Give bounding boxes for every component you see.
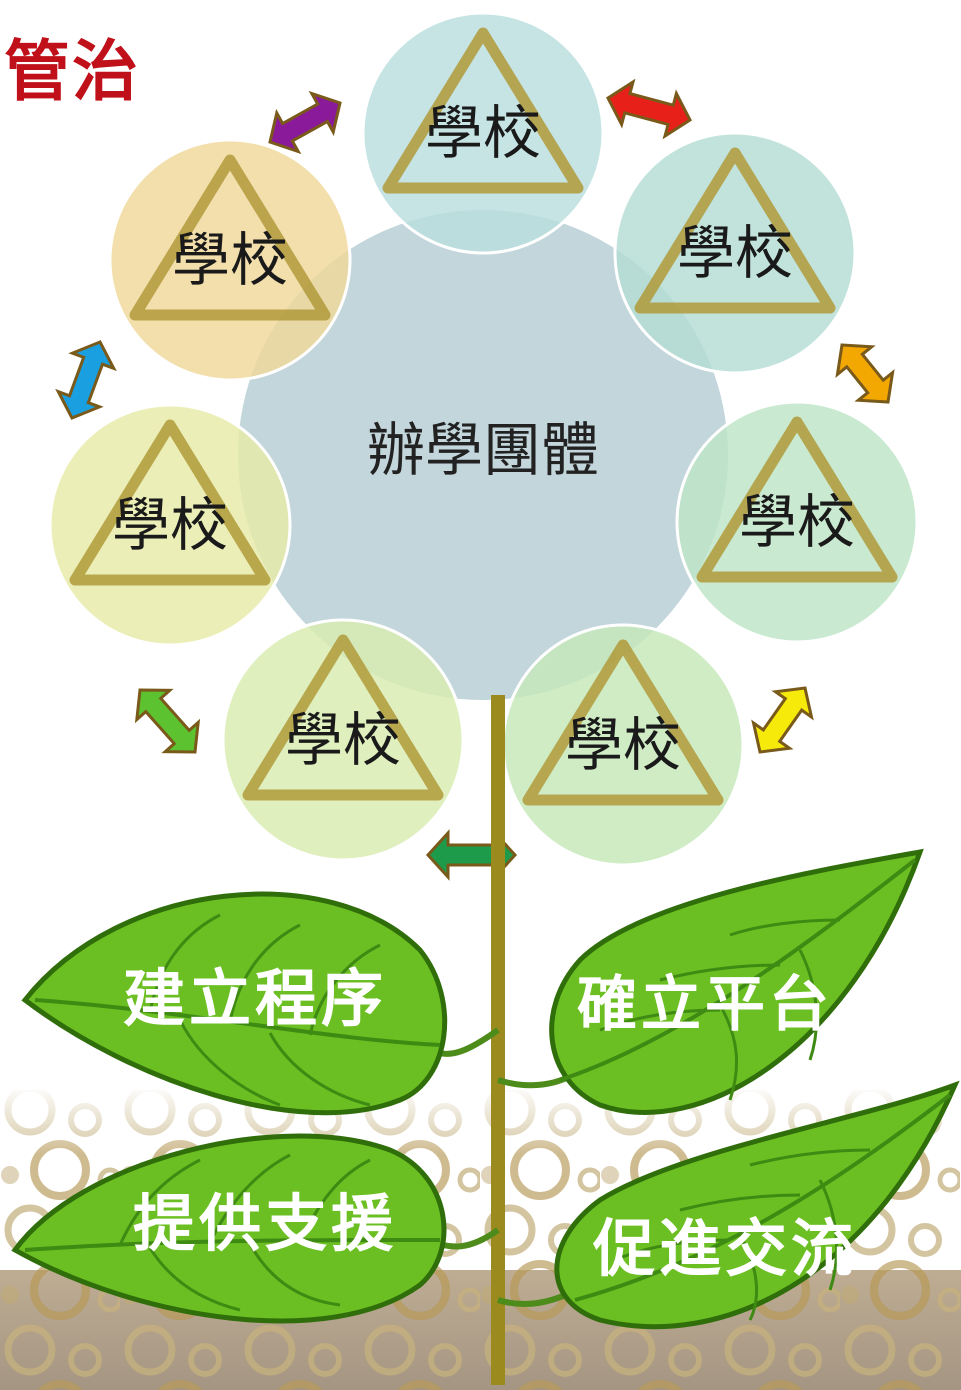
school-node: 學校 [501,623,745,867]
center-node [238,210,728,700]
triangle-icon [696,416,898,583]
center-label: 辦學團體 [367,416,599,484]
leaf-label-bottom-left: 提供支援 [133,1187,397,1260]
leaf-label-top-right: 確立平台 [577,970,833,1040]
triangle-icon [522,639,724,806]
school-label: 學校 [285,706,401,774]
triangle-icon [382,27,584,194]
leaf-top-right [549,848,924,1115]
leaf-bottom-right [554,1080,960,1330]
school-node: 學校 [221,618,465,862]
leaf-bottom-left [11,1133,447,1324]
triangle-icon [69,419,271,586]
school-label: 學校 [739,488,855,556]
school-label: 學校 [425,99,541,167]
triangle-icon [129,154,331,321]
school-label: 學校 [172,226,288,294]
school-node: 學校 [675,400,919,644]
double-arrow-icon [55,340,117,420]
page-title: 管治 [4,32,140,110]
leaf-label-bottom-right: 促進交流 [592,1212,857,1285]
school-node: 學校 [361,11,605,255]
triangle-icon [242,634,444,801]
school-label: 學校 [112,491,228,559]
school-node: 學校 [613,131,857,375]
school-node: 學校 [48,403,292,647]
double-arrow-icon [134,688,201,754]
double-arrow-icon [268,90,342,155]
school-label: 學校 [677,219,793,287]
school-node: 學校 [108,138,352,382]
leaf-label-top-left: 建立程序 [123,962,387,1035]
double-arrow-icon [835,343,895,404]
double-arrow-icon [751,686,814,754]
triangle-icon [634,147,836,314]
leaf-top-left [21,891,448,1116]
connector-arrows [55,78,895,881]
double-arrow-icon [425,829,518,881]
school-label: 學校 [565,711,681,779]
double-arrow-icon [606,78,692,140]
